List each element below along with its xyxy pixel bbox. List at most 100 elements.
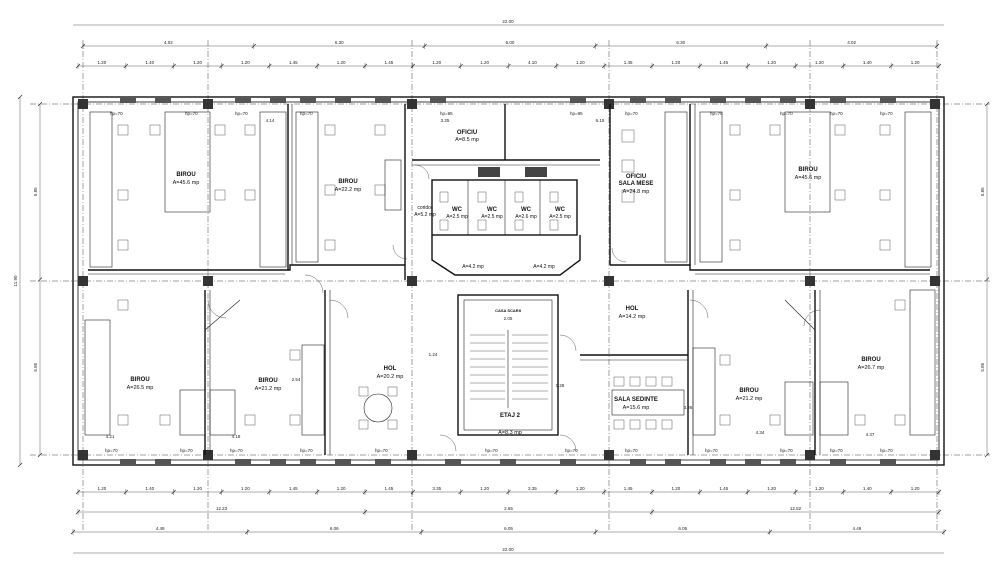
interior-walls xyxy=(88,104,930,455)
room-coridor-area: A=5.2 mp xyxy=(414,212,436,218)
dim-bottom-row1-label: 1.45 xyxy=(289,486,298,491)
dim-top-row2-label: 1.40 xyxy=(863,60,872,65)
dim-bottom-row1-label: 1.40 xyxy=(863,486,872,491)
hp-label: hp=70 xyxy=(710,111,723,116)
room-birou-3-name: BIROU xyxy=(798,167,817,173)
room-hol-wc-2-area: A=4.2 mp xyxy=(533,264,555,270)
room-hol-1-area: A=20.2 mp xyxy=(377,374,404,380)
dim-bottom-row3-label: 6.05 xyxy=(504,526,513,531)
room-hol-2-area: A=14.2 mp xyxy=(619,314,646,320)
dim-left-parts-label: 5.85 xyxy=(33,362,38,371)
dim-bottom-row3-label: 6.06 xyxy=(330,526,339,531)
hp-label: hp=70 xyxy=(880,111,893,116)
room-birou-3-area: A=45.6 mp xyxy=(795,175,822,181)
dim-bottom-row1-label: 1.20 xyxy=(911,486,920,491)
room-etaj-area: A=8.3 mp xyxy=(498,430,522,436)
dim-top-row2-label: 1.45 xyxy=(719,60,728,65)
dim-bottom-row3-label: 6.05 xyxy=(678,526,687,531)
dim-bottom-row3-label: 4.49 xyxy=(853,526,862,531)
dim-bottom-row2-label: 12.52 xyxy=(790,506,802,511)
dim-right-parts-label: 5.85 xyxy=(980,187,985,196)
dim-interior-label: 6.15 xyxy=(596,118,605,123)
room-birou-7-area: A=26.7 mp xyxy=(858,365,885,371)
dim-top-row2-label: 1.45 xyxy=(624,60,633,65)
dim-top-row2-label: 1.20 xyxy=(576,60,585,65)
dim-interior-label: 2.54 xyxy=(292,377,301,382)
dim-bottom-row1-label: 1.20 xyxy=(815,486,824,491)
dim-interior-label: 3.25 xyxy=(441,118,450,123)
room-hol-wc-1-area: A=4.2 mp xyxy=(462,264,484,270)
hp-label: hp=70 xyxy=(485,448,498,453)
dim-top-row2-label: 1.20 xyxy=(432,60,441,65)
room-birou-7-name: BIROU xyxy=(861,357,880,363)
room-wc-2-name: WC xyxy=(487,207,498,213)
room-birou-5-name: BIROU xyxy=(258,378,277,384)
dim-top-row2-label: 1.20 xyxy=(337,60,346,65)
dim-bottom-row1-label: 1.20 xyxy=(337,486,346,491)
dim-bottom-row1-label: 1.20 xyxy=(576,486,585,491)
hp-label: hp=70 xyxy=(185,111,198,116)
hp-label: hp=70 xyxy=(105,448,118,453)
dim-top-row2-label: 1.45 xyxy=(289,60,298,65)
dim-bottom-row1-label: 3.35 xyxy=(432,486,441,491)
dim-top-row1-label: 4.02 xyxy=(847,40,856,45)
dim-top-row1-label: 6.00 xyxy=(506,40,515,45)
room-birou-2-area: A=22.2 mp xyxy=(335,187,362,193)
hp-label: hp=95 xyxy=(570,111,583,116)
room-wc-4-area: A=2.5 mp xyxy=(549,214,571,220)
dim-bottom-row1-label: 1.20 xyxy=(767,486,776,491)
dim-left-total-label: 11.90 xyxy=(13,275,18,286)
dim-bottom-row1-label: 1.45 xyxy=(385,486,394,491)
dim-bottom-row1-label: 1.45 xyxy=(624,486,633,491)
room-birou-2-name: BIROU xyxy=(338,179,357,185)
dim-interior-label: 2.05 xyxy=(504,316,513,321)
room-birou-4-area: A=26.5 mp xyxy=(127,385,154,391)
room-wc-4-name: WC xyxy=(555,207,566,213)
dim-bottom-row3-label: 4.49 xyxy=(156,526,165,531)
dim-top-row2-label: 1.20 xyxy=(241,60,250,65)
door-swings xyxy=(207,164,821,452)
dim-bottom-row1-label: 1.20 xyxy=(480,486,489,491)
grid-axes xyxy=(30,40,990,530)
room-birou-1-area: A=45.6 mp xyxy=(173,180,200,186)
room-wc-2-area: A=2.5 mp xyxy=(481,214,503,220)
dim-top-row1-label: 6.30 xyxy=(676,40,685,45)
hp-label: hp=70 xyxy=(830,448,843,453)
dim-interior-label: 4.18 xyxy=(232,434,241,439)
stair-treads xyxy=(470,330,548,408)
structural-columns xyxy=(78,99,940,460)
hp-label: hp=70 xyxy=(780,111,793,116)
dim-top-row2-label: 4.10 xyxy=(528,60,537,65)
hp-label: hp=70 xyxy=(230,448,243,453)
hp-label: hp=70 xyxy=(705,448,718,453)
dim-left-parts-label: 5.85 xyxy=(33,187,38,196)
hp-label: hp=70 xyxy=(180,448,193,453)
room-birou-5-area: A=21.2 mp xyxy=(255,386,282,392)
dim-right-parts-label: 5.85 xyxy=(980,362,985,371)
dim-top-row2-label: 1.20 xyxy=(815,60,824,65)
dim-interior-label: 4.14 xyxy=(266,118,275,123)
hp-label: hp=70 xyxy=(300,111,313,116)
dim-top-row2-label: 1.20 xyxy=(193,60,202,65)
dim-interior-label: 1.28 xyxy=(556,383,565,388)
dim-top-row2-label: 1.20 xyxy=(480,60,489,65)
hp-label: hp=70 xyxy=(110,111,123,116)
room-coridor-name: coridor xyxy=(417,205,433,211)
dim-bottom-row1-label: 1.20 xyxy=(241,486,250,491)
dim-bottom-row2-label: 12.23 xyxy=(216,506,228,511)
room-oficiu-name: OFICIU xyxy=(457,130,477,136)
room-wc-1-area: A=2.5 mp xyxy=(446,214,468,220)
dim-top-row1-label: 4.02 xyxy=(164,40,173,45)
hp-label: hp=70 xyxy=(780,448,793,453)
dim-bottom-row1-label: 1.20 xyxy=(672,486,681,491)
room-etaj-name: ETAJ 2 xyxy=(500,413,521,419)
dim-bottom-row1-label: 1.40 xyxy=(145,486,154,491)
room-sala-sedinte-area: A=15.6 mp xyxy=(623,405,650,411)
dim-top-row2-label: 1.20 xyxy=(98,60,107,65)
dim-top-row2-label: 1.20 xyxy=(767,60,776,65)
dim-bottom-row1-label: 1.45 xyxy=(719,486,728,491)
room-casa-scarii-name: CASA SCARII xyxy=(495,308,521,313)
